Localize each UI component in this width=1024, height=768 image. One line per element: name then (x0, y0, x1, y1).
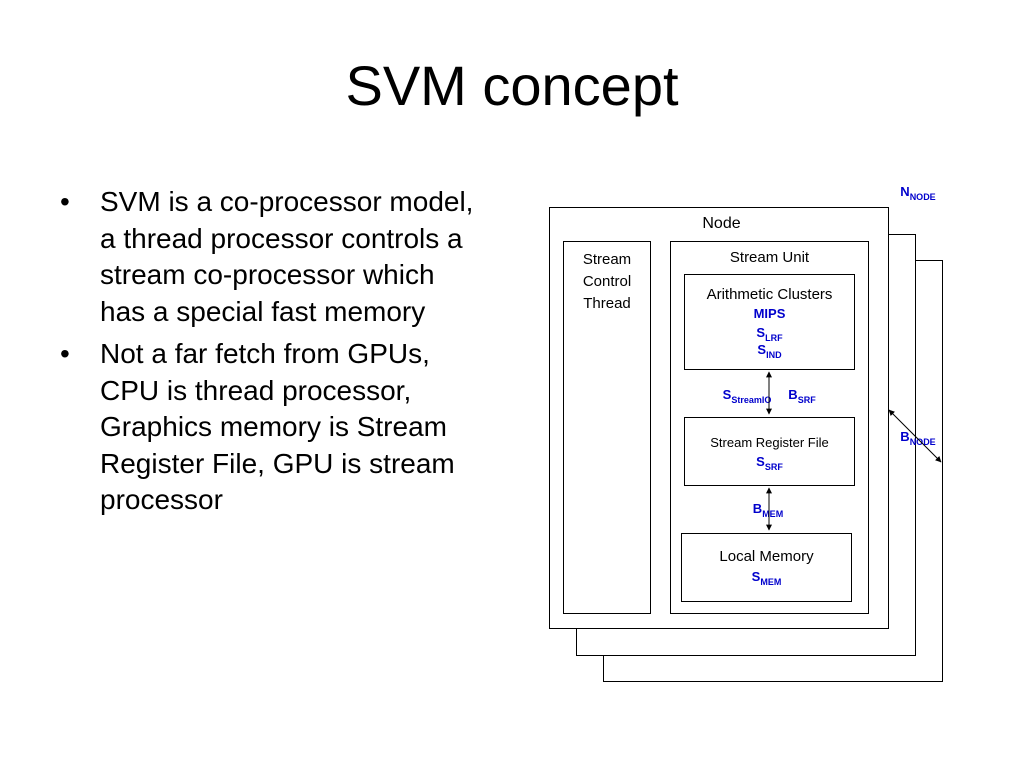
s-mem-main: S (751, 569, 761, 584)
s-mem-sub: MEM (760, 577, 782, 587)
stream-unit-label: Stream Unit (729, 249, 810, 266)
node-label: Node (702, 215, 741, 232)
s-streamio-main: S (722, 387, 732, 402)
s-lrf-main: S (756, 325, 766, 340)
b-srf-label: BSRF (782, 387, 822, 405)
stream-register-file-label: Stream Register File (710, 435, 829, 450)
bullet-dot: • (60, 338, 70, 369)
s-mem-label: SMEM (681, 569, 852, 587)
sct-line-1: Stream (582, 251, 632, 268)
stream-control-thread-label: Stream Control Thread (563, 249, 651, 315)
s-lrf-label: SLRF (684, 325, 855, 343)
n-node-label: NNODE (893, 184, 943, 202)
n-node-main: N (900, 184, 910, 199)
s-streamio-sub: StreamIO (731, 395, 772, 405)
arithmetic-clusters-box (684, 274, 855, 370)
s-ind-sub: IND (766, 350, 782, 360)
s-ind-main: S (757, 342, 767, 357)
slide-title: SVM concept (345, 54, 679, 117)
n-node-sub: NODE (909, 192, 936, 202)
local-memory-label: Local Memory (719, 548, 814, 565)
mips-label: MIPS (753, 306, 786, 321)
stream-register-file-box (684, 417, 855, 486)
b-srf-sub: SRF (797, 395, 816, 405)
bullet-text: SVM is a co-processor model, a thread pr… (100, 186, 474, 327)
b-srf-main: B (788, 387, 798, 402)
s-streamio-label: SStreamIO (712, 387, 782, 405)
s-srf-sub: SRF (764, 462, 783, 472)
bullet-item: • SVM is a co-processor model, a thread … (58, 184, 478, 330)
local-memory-box (681, 533, 852, 602)
bullet-item: • Not a far fetch from GPUs, CPU is thre… (58, 336, 478, 519)
bullet-text: Not a far fetch from GPUs, CPU is thread… (100, 338, 455, 515)
bullet-dot: • (60, 186, 70, 217)
stream-control-thread-box (563, 241, 651, 614)
s-srf-label: SSRF (684, 454, 855, 472)
b-mem-sub: MEM (762, 509, 784, 519)
b-mem-label: BMEM (733, 501, 803, 519)
b-mem-main: B (752, 501, 763, 516)
arithmetic-clusters-label: Arithmetic Clusters (706, 286, 833, 303)
sct-line-3: Thread (583, 295, 631, 312)
s-ind-label: SIND (684, 342, 855, 360)
s-srf-main: S (756, 454, 765, 469)
node-network-arrow (888, 409, 942, 463)
bullet-list: • SVM is a co-processor model, a thread … (58, 184, 478, 525)
sct-line-2: Control (582, 273, 632, 290)
s-lrf-sub: LRF (765, 333, 783, 343)
